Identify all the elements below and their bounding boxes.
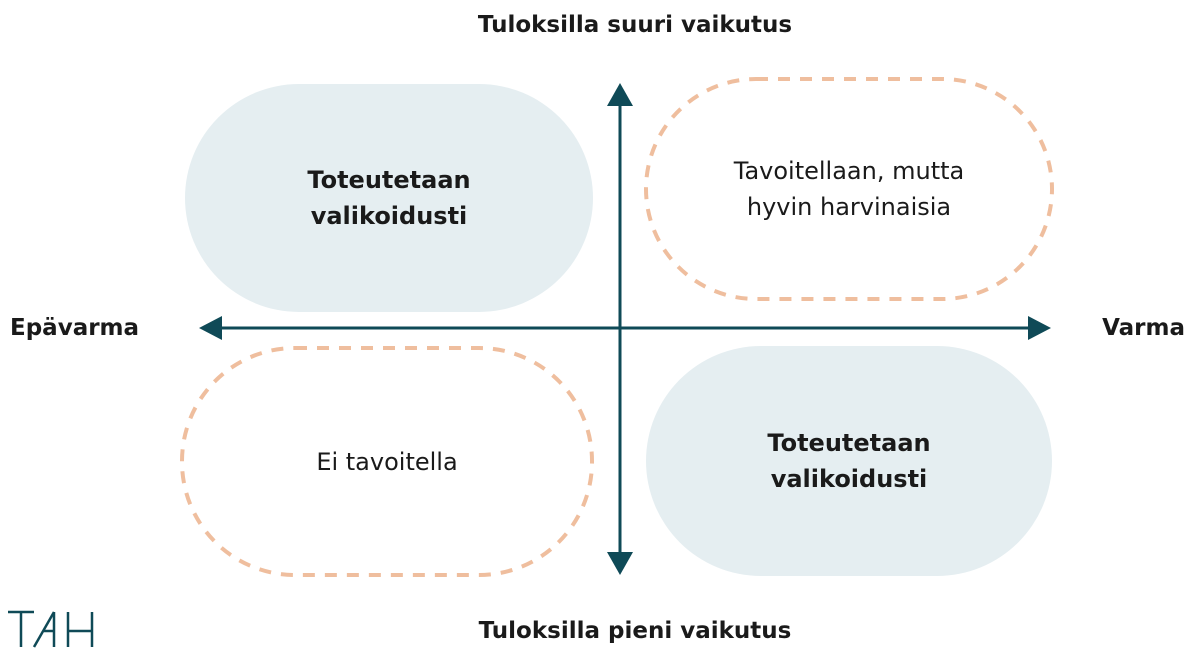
quadrant-bottom-left: Ei tavoitella (181, 347, 593, 576)
axis-label-bottom: Tuloksilla pieni vaikutus (478, 618, 792, 644)
arrow-right-icon (1028, 316, 1051, 340)
quadrant-top-right: Tavoitellaan, mutta hyvin harvinaisia (645, 78, 1053, 300)
quadrant-bottom-left-text: Ei tavoitella (316, 447, 458, 476)
quadrant-top-left: Toteutetaan valikoidusti (185, 84, 593, 312)
quadrant-bottom-right: Toteutetaan valikoidusti (646, 346, 1052, 576)
axis-label-top: Tuloksilla suuri vaikutus (477, 12, 793, 38)
axis-label-right: Varma (1102, 315, 1185, 341)
tah-logo-icon (8, 610, 94, 648)
quadrant-top-right-text: Tavoitellaan, mutta hyvin harvinaisia (733, 157, 965, 221)
quadrant-top-left-text: Toteutetaan valikoidusti (307, 166, 471, 230)
arrow-down-icon (607, 552, 633, 575)
arrow-left-icon (199, 316, 222, 340)
arrow-up-icon (607, 83, 633, 106)
axis-label-left: Epävarma (10, 315, 140, 341)
quadrant-bottom-right-text: Toteutetaan valikoidusti (767, 429, 931, 493)
